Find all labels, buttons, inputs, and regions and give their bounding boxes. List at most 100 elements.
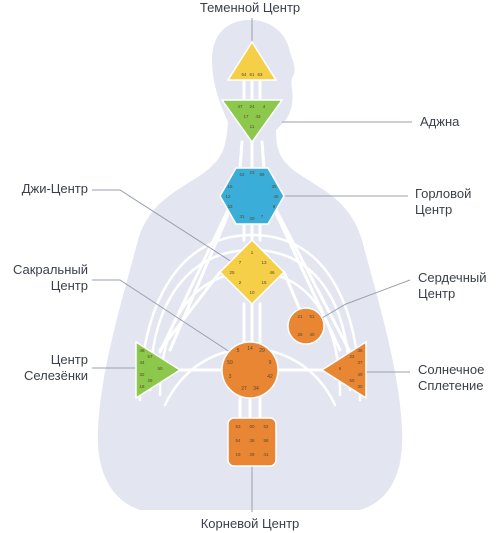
label-heart-line1: Сердечный: [418, 270, 487, 285]
gate-number: 24: [249, 104, 255, 109]
gate-number: 35: [271, 184, 277, 189]
gate-number: 38: [249, 438, 255, 443]
label-sacral: Сакральный Центр: [0, 262, 88, 294]
gate-number: 8: [273, 204, 276, 209]
crown-triangle: [226, 40, 278, 81]
gate-number: 10: [249, 290, 255, 295]
gate-number: 58: [263, 438, 269, 443]
gate-number: 48: [139, 348, 145, 353]
gate-number: 30: [357, 384, 363, 389]
heart-center: 21 51 26 40: [287, 307, 325, 345]
throat-hexagon: [219, 167, 285, 225]
label-leaders: [92, 18, 412, 512]
gate-number: 28: [147, 378, 153, 383]
gate-number: 45: [273, 194, 279, 199]
leader-line: [92, 279, 237, 357]
gate-number: 36: [357, 348, 363, 353]
label-ajna: Аджна: [420, 114, 460, 129]
gate-number: 44: [139, 360, 145, 365]
label-spleen-line1: Центр: [50, 352, 88, 367]
gate-number: 59: [227, 360, 233, 366]
label-throat-line2: Центр: [415, 202, 453, 217]
gate-number: 15: [261, 280, 267, 285]
gate-number: 32: [139, 372, 145, 377]
label-spleen-line2: Селезёнки: [23, 368, 88, 383]
heart-circle: [287, 307, 325, 345]
gate-number: 5: [237, 348, 240, 354]
gate-number: 12: [225, 194, 231, 199]
gate-number: 11: [250, 124, 255, 129]
gate-number: 19: [235, 452, 241, 457]
gate-number: 25: [229, 270, 235, 275]
g-diamond: [218, 238, 286, 306]
throat-center: 62 23 56 16 35 12 45 33 8 31 20 7: [219, 167, 285, 225]
gate-number: 7: [239, 260, 242, 265]
gate-number: 62: [239, 172, 245, 177]
gate-number: 64: [241, 72, 247, 77]
gate-number: 40: [309, 332, 315, 337]
gate-number: 23: [249, 170, 255, 175]
channel-line: [238, 140, 244, 170]
gate-number: 51: [309, 314, 315, 319]
gate-number: 7: [261, 214, 264, 219]
solar-plexus-triangle: [320, 340, 367, 400]
label-solar: Солнечное Сплетение: [418, 362, 484, 394]
gate-number: 31: [239, 214, 245, 219]
gate-number: 16: [227, 184, 233, 189]
gate-number: 3: [229, 374, 232, 380]
sacral-circle: [221, 341, 279, 399]
gate-number: 6: [339, 366, 342, 371]
label-sacral-line2: Центр: [50, 278, 88, 293]
gate-number: 33: [227, 204, 233, 209]
gate-number: 63: [257, 72, 263, 77]
label-crown: Теменной Центр: [199, 0, 301, 15]
gate-number: 49: [357, 372, 363, 377]
gate-number: 52: [263, 424, 269, 429]
gate-number: 22: [349, 354, 355, 359]
gate-number: 1: [251, 250, 254, 255]
gate-number: 20: [249, 216, 255, 221]
gate-number: 56: [259, 172, 265, 177]
leader-line: [321, 279, 411, 319]
gate-number: 61: [249, 72, 255, 77]
gate-number: 37: [357, 360, 363, 365]
gate-number: 53: [235, 424, 241, 429]
leader-line: [92, 189, 233, 263]
gate-number: 43: [255, 114, 261, 119]
label-heart: Сердечный Центр: [418, 270, 487, 302]
gate-number: 27: [241, 386, 247, 392]
gate-number: 41: [263, 452, 269, 457]
gate-number: 18: [139, 384, 145, 389]
gate-number: 34: [253, 386, 259, 392]
gate-number: 39: [249, 452, 255, 457]
channel-line: [158, 270, 222, 352]
gate-number: 21: [297, 314, 303, 319]
label-solar-line1: Солнечное: [418, 362, 485, 377]
label-root: Корневой Центр: [200, 516, 300, 531]
gate-number: 4: [263, 104, 266, 109]
ajna-triangle: [220, 99, 284, 144]
label-sacral-line1: Сакральный: [12, 262, 88, 277]
label-solar-line2: Сплетение: [418, 378, 484, 393]
label-spleen: Центр Селезёнки: [0, 352, 88, 384]
spleen-triangle: [135, 340, 182, 400]
channel-arc: [138, 233, 362, 402]
gate-number: 9: [269, 360, 272, 366]
gate-number: 29: [259, 348, 265, 354]
gate-number: 50: [157, 366, 163, 371]
gate-number: 54: [235, 438, 241, 443]
gate-number: 26: [297, 332, 303, 337]
gate-number: 13: [261, 260, 267, 265]
gate-number: 55: [349, 378, 355, 383]
label-throat: Горловой Центр: [415, 186, 471, 218]
gate-number: 57: [147, 354, 153, 359]
gate-number: 46: [269, 270, 275, 275]
